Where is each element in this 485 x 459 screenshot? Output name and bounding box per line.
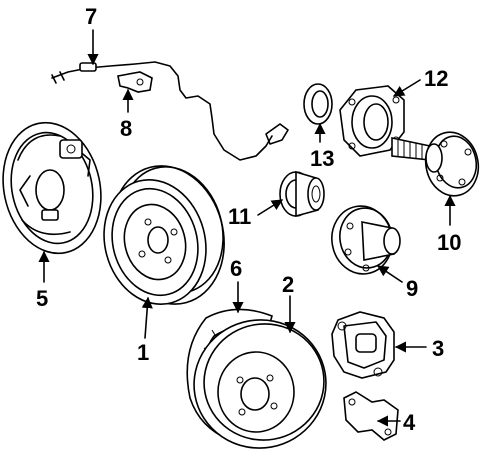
callout-4: 4 — [403, 410, 416, 435]
callout-5: 5 — [36, 286, 48, 311]
brake-rotor — [193, 319, 327, 449]
leader-11 — [257, 199, 283, 216]
leader-12 — [393, 79, 421, 97]
callout-7: 7 — [85, 4, 97, 29]
caliper-bracket — [343, 391, 399, 441]
callout-11: 11 — [228, 204, 251, 229]
oil-seal — [303, 83, 333, 125]
callout-9: 9 — [406, 276, 418, 301]
leader-1 — [141, 296, 153, 339]
wheel-bearing — [279, 170, 325, 218]
callout-10: 10 — [437, 230, 461, 255]
bearing-housing — [339, 85, 405, 157]
leader-lines — [38, 29, 456, 427]
callout-3: 3 — [432, 336, 444, 361]
wheel-hub — [331, 205, 401, 275]
callout-6: 6 — [230, 256, 242, 281]
sensor-bracket — [117, 71, 153, 93]
abs-sensor-wire — [51, 61, 289, 161]
callout-8: 8 — [120, 116, 132, 141]
callout-1: 1 — [137, 340, 149, 365]
callout-13: 13 — [310, 146, 334, 171]
callout-2: 2 — [282, 272, 294, 297]
callout-labels: 7 8 13 12 10 11 9 5 1 6 2 3 4 — [36, 4, 461, 435]
callout-12: 12 — [424, 66, 448, 91]
brake-caliper — [331, 311, 395, 379]
leader-9 — [377, 265, 403, 283]
axle-shaft — [391, 131, 480, 197]
backing-plate — [2, 121, 102, 255]
brake-drum — [103, 165, 225, 306]
